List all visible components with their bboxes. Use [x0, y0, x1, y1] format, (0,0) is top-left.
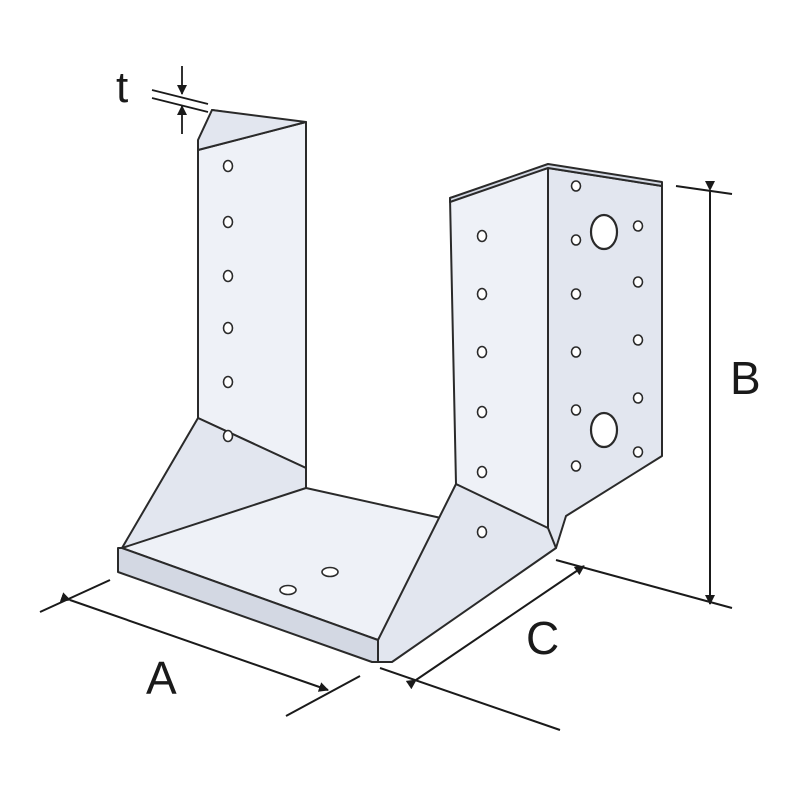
hole: [476, 287, 488, 301]
dimension-t-ext-bottom: [151, 97, 209, 113]
dimension-b-label: B: [730, 352, 761, 404]
hole: [632, 392, 644, 404]
right-side-plate: [449, 167, 549, 529]
left-side-plate: [197, 121, 307, 469]
hole: [321, 566, 339, 578]
hole: [279, 584, 297, 596]
dimension-a-line: [59, 592, 329, 692]
hole: [570, 404, 582, 416]
dimension-c-label: C: [526, 612, 559, 664]
left-plate-holes: [222, 159, 234, 443]
hole: [570, 346, 582, 358]
hole: [570, 460, 582, 472]
dimension-b-ext-top: [675, 185, 733, 195]
dimension-t-label: t: [116, 63, 128, 112]
hole: [570, 234, 582, 246]
dimension-a-ext-left: [39, 579, 111, 613]
hole: [222, 215, 234, 229]
dimension-a: [39, 579, 361, 717]
hole: [476, 229, 488, 243]
hole: [222, 375, 234, 389]
base-holes: [279, 566, 339, 596]
hole: [632, 334, 644, 346]
dimension-c: [379, 559, 733, 731]
hole: [476, 405, 488, 419]
hole: [476, 345, 488, 359]
large-hole: [589, 213, 619, 251]
dimension-a-ext-right: [285, 675, 361, 717]
dimension-b: [675, 181, 733, 605]
dimension-c-ext-right: [555, 559, 733, 609]
hole: [222, 269, 234, 283]
dimension-c-line: [405, 565, 585, 690]
dimension-t-ext-top: [151, 89, 209, 105]
right-flange-top-edge: [449, 163, 663, 203]
hole: [476, 525, 488, 539]
hole: [632, 276, 644, 288]
dimension-t: [151, 66, 209, 134]
hole: [222, 429, 234, 443]
dimension-a-label: A: [146, 652, 177, 704]
hole: [222, 321, 234, 335]
joist-hanger: [117, 109, 663, 663]
left-flange-back: [197, 109, 307, 151]
right-plate-holes: [476, 229, 488, 539]
large-hole: [589, 411, 619, 449]
dimension-c-ext-left: [379, 667, 561, 731]
flange-holes: [570, 180, 644, 472]
hole: [632, 446, 644, 458]
hole: [222, 159, 234, 173]
hole: [570, 288, 582, 300]
hole: [632, 220, 644, 232]
hole: [476, 465, 488, 479]
hole: [570, 180, 582, 192]
